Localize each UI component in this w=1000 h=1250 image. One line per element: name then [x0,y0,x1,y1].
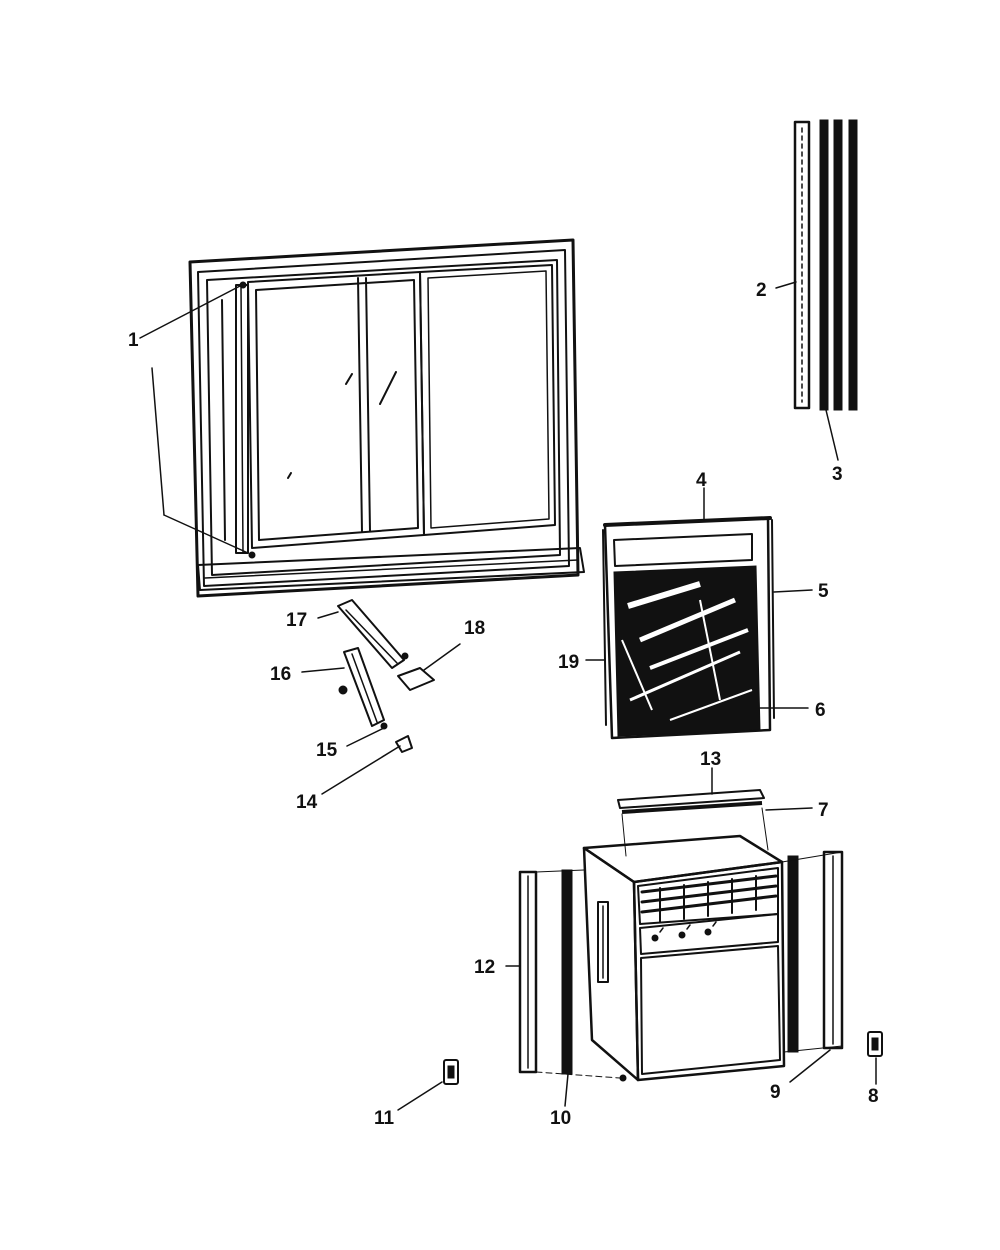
callout-13: 13 [700,749,721,770]
callout-15: 15 [316,740,338,761]
callout-18: 18 [464,618,485,639]
callout-14: 14 [296,792,318,813]
callout-11: 11 [374,1108,395,1129]
callout-7: 7 [818,800,829,821]
callout-19: 19 [558,652,579,673]
support-bracket-part [301,599,461,795]
callout-3: 3 [832,464,843,485]
side-curtain-part [397,850,883,1111]
callout-8: 8 [868,1086,879,1107]
cabinet-part [582,834,786,1082]
window-frame-part [139,238,585,598]
callout-2: 2 [756,280,767,301]
callout-labels: 1 2 3 4 5 6 7 8 9 10 11 12 13 14 15 16 1… [128,280,879,1129]
callout-4: 4 [696,470,707,491]
callout-5: 5 [818,581,829,602]
callout-9: 9 [770,1082,781,1103]
top-strip-part [617,767,813,857]
callout-6: 6 [815,700,826,721]
seal-strips-part [775,119,858,461]
callout-10: 10 [550,1108,571,1129]
front-grille-part [585,487,813,740]
callout-1: 1 [128,330,139,351]
callout-17: 17 [286,610,307,631]
callout-12: 12 [474,957,495,978]
callout-16: 16 [270,664,291,685]
